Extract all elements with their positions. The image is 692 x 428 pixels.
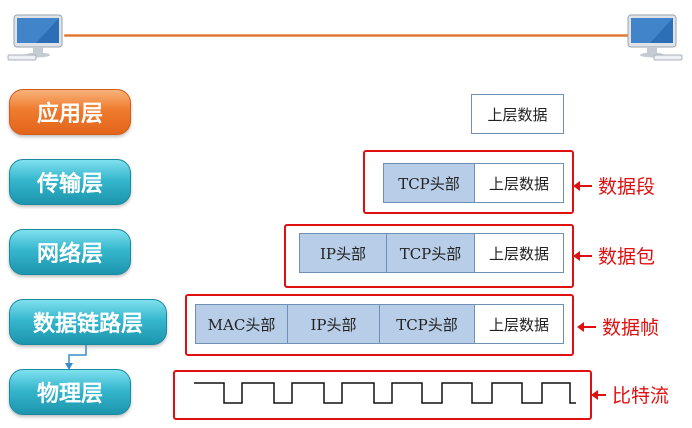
segment-text: 数据段: [598, 176, 656, 198]
network-cable: [64, 34, 630, 37]
red-arrow-icon: [577, 321, 596, 332]
layer-datalink: 数据链路层: [9, 299, 167, 345]
layer-network: 网络层: [9, 229, 131, 275]
square-wave: [194, 382, 576, 404]
ip-header-cell: IP头部: [288, 305, 380, 343]
red-arrow-icon: [573, 250, 592, 261]
layer-label: 网络层: [36, 241, 103, 267]
tcp-header-cell: TCP头部: [387, 234, 475, 272]
red-arrow-icon: [573, 180, 592, 191]
frame-text: 数据帧: [602, 317, 660, 339]
layer-label: 应用层: [36, 101, 103, 127]
red-arrow-icon: [591, 389, 606, 400]
segment-highlight: [363, 150, 574, 214]
packet-text: 数据包: [598, 246, 656, 268]
segment-label: 数据段: [572, 172, 655, 199]
frame-highlight: [185, 294, 574, 356]
layer-label: 传输层: [36, 171, 103, 197]
right-computer-icon: [627, 14, 683, 61]
application-packet: 上层数据: [471, 94, 564, 134]
layer-label: 数据链路层: [32, 311, 143, 337]
packet-label: 数据包: [572, 242, 655, 269]
connector-arrow: [65, 345, 87, 370]
datalink-packet: MAC头部 IP头部 TCP头部 上层数据: [195, 304, 564, 344]
layer-physical: 物理层: [9, 369, 131, 415]
network-packet: IP头部 TCP头部 上层数据: [299, 233, 564, 273]
frame-label: 数据帧: [576, 313, 659, 340]
bitstream-text: 比特流: [612, 385, 670, 407]
layer-transport: 传输层: [9, 159, 131, 205]
tcp-header-cell: TCP头部: [384, 164, 475, 202]
layer-label: 物理层: [36, 381, 103, 407]
upper-data-cell: 上层数据: [475, 305, 563, 343]
tcp-header-cell: TCP头部: [380, 305, 475, 343]
layer-application: 应用层: [9, 89, 131, 135]
left-computer-icon: [7, 14, 63, 61]
bitstream-label: 比特流: [590, 381, 669, 408]
transport-packet: TCP头部 上层数据: [383, 163, 564, 203]
upper-data-cell: 上层数据: [475, 234, 563, 272]
mac-header-cell: MAC头部: [196, 305, 288, 343]
upper-data-cell: 上层数据: [475, 164, 563, 202]
packet-highlight: [284, 224, 574, 288]
upper-data-cell: 上层数据: [472, 95, 563, 133]
bitstream-highlight: [173, 370, 592, 420]
ip-header-cell: IP头部: [300, 234, 387, 272]
